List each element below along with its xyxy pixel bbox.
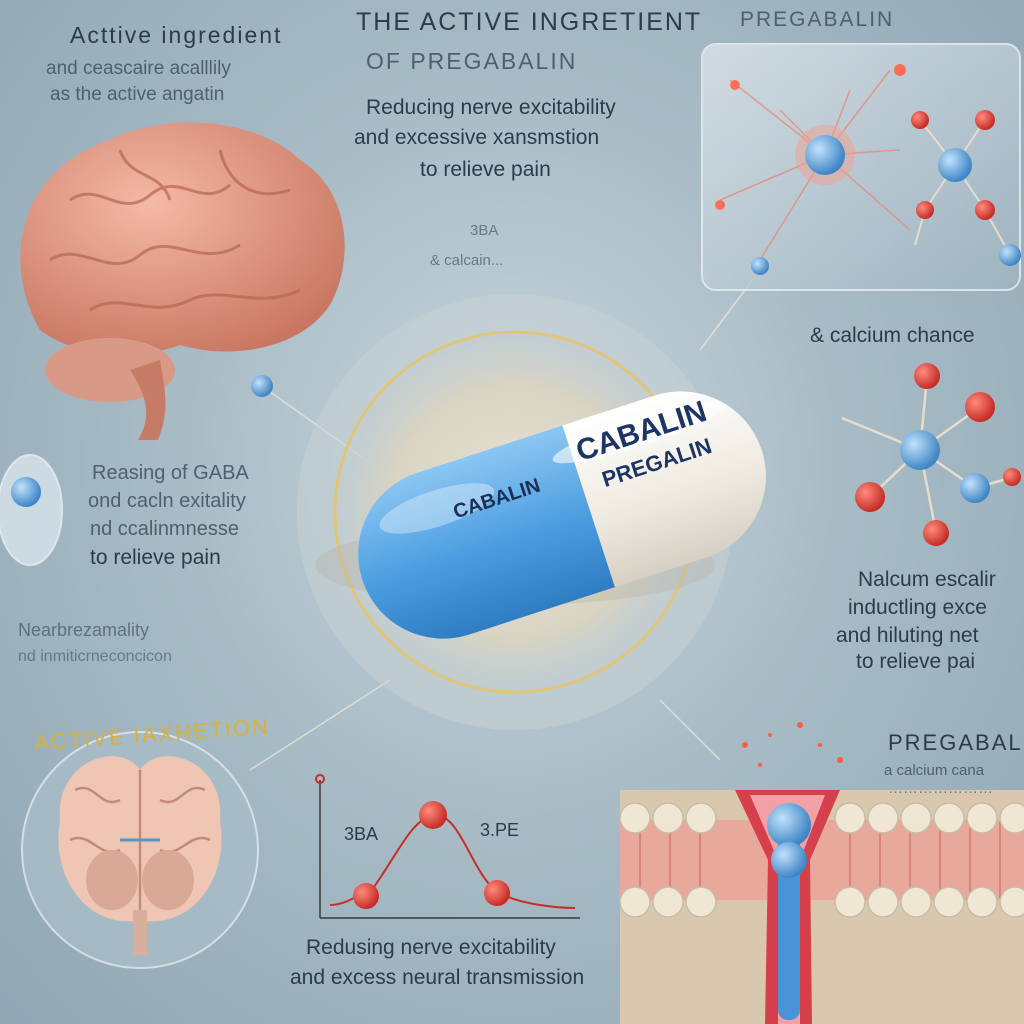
right-low-small: …………………: [888, 780, 993, 797]
bottom-text-1: Redusing nerve excitability: [306, 936, 556, 959]
center-body-1: Reducing nerve excitability: [366, 96, 616, 119]
center-small-2: & calcain...: [430, 252, 504, 269]
right-body-4: to relieve pai: [856, 650, 976, 673]
top-left-subtext-2: as the active angatin: [50, 84, 225, 105]
molecule-node: [251, 375, 273, 397]
graph-label-left: 3BA: [344, 824, 379, 844]
center-body-3: to relieve pain: [420, 158, 551, 181]
left-mid-2: ond cacln exitality: [88, 490, 246, 512]
center-title: THE ACTIVE INGRETIENT: [356, 8, 703, 36]
neuron-panel: [701, 43, 1021, 291]
right-label: & calcium chance: [810, 324, 975, 347]
cell-membrane-illustration: [619, 722, 1024, 1024]
left-bubble-icon: [0, 454, 63, 566]
bottom-text-2: and excess neural transmission: [290, 966, 585, 989]
graph-illustration: [315, 774, 580, 919]
right-body-1: Nalcum escalir: [858, 568, 996, 591]
center-small-1: 3BA: [470, 222, 499, 239]
brain-illustration: [20, 122, 345, 440]
top-right-title: PREGABALIN: [740, 8, 895, 31]
left-mid-3: nd ccalinmnesse: [90, 518, 239, 540]
center-subtitle: OF PREGABALIN: [366, 48, 578, 74]
right-low-sub: a calcium cana: [884, 762, 985, 779]
right-low-title: PREGABALIN: [888, 730, 1024, 755]
right-body-2: inductling exce: [848, 596, 987, 619]
right-body-3: and hiluting net: [836, 624, 979, 647]
left-mid-1: Reasing of GABA: [92, 462, 249, 484]
left-mid-6: nd inmiticrneconcicon: [18, 648, 172, 665]
graph-label-right: 3.PE: [480, 820, 520, 840]
left-mid-5: Nearbrezamality: [18, 620, 150, 640]
molecule-structure: [841, 363, 1021, 546]
brain-cross-section: [21, 731, 259, 969]
capsule: [358, 391, 766, 639]
center-body-2: and excessive xansmstion: [354, 126, 600, 149]
top-left-heading: Acttive ingredient: [70, 22, 283, 48]
left-mid-4: to relieve pain: [90, 546, 221, 569]
top-left-subtext: and ceascaire acalllily: [46, 58, 231, 79]
